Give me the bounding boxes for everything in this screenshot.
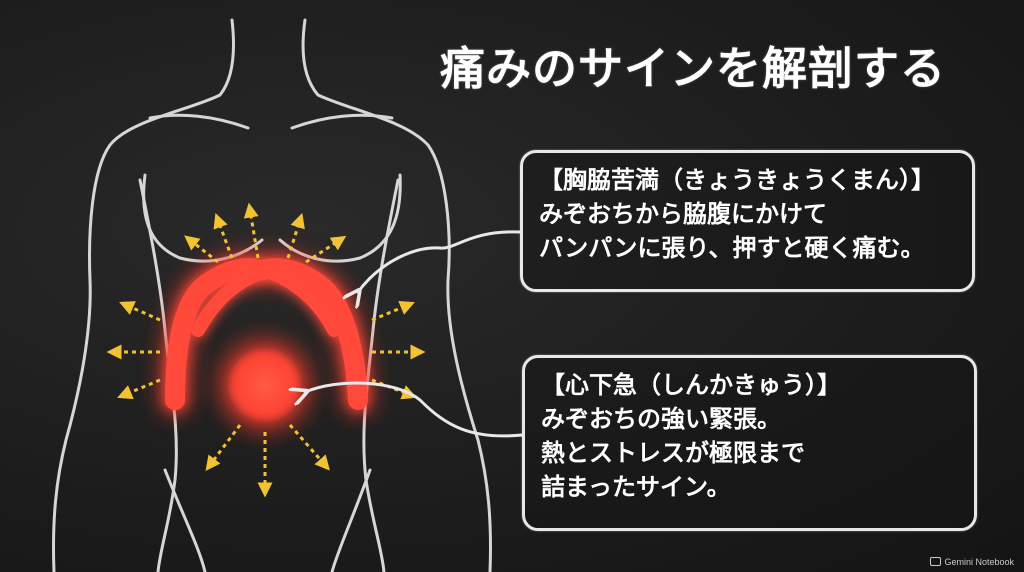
left-neck-line (52, 18, 235, 572)
callout-1-line-1: 【胸脇苦満（きょうきょうくまん）】 (539, 166, 935, 194)
right-hip (330, 468, 372, 572)
slide-title: 痛みのサインを解剖する (440, 42, 947, 95)
arrow-right-1 (371, 300, 415, 322)
callout-2-line-1: 【心下急（しんかきゅう）】 (541, 371, 841, 399)
leader-arrow-1 (358, 230, 522, 292)
right-neck-line (301, 18, 492, 572)
callout-kyokyokuman: 【胸脇苦満（きょうきょうくまん）】 みぞおちから脇腹にかけて パンパンに張り、押… (520, 150, 975, 292)
callout-2-line-3: 熱とストレスが極限まで (541, 439, 805, 467)
watermark-text: Gemini Notebook (944, 557, 1014, 567)
pain-epigastric (227, 347, 303, 423)
arrow-up-2 (213, 212, 234, 259)
arrow-right-3 (371, 378, 417, 400)
arrow-up-5 (305, 235, 347, 264)
leader-arrows (305, 230, 524, 438)
right-breast (278, 173, 402, 263)
callout-1-line-2: みぞおちから脇腹にかけて (539, 200, 827, 228)
left-breast (142, 173, 264, 263)
arrow-up-3 (243, 202, 260, 259)
leader-arrow-2 (305, 381, 524, 438)
arrow-left-1 (119, 301, 161, 322)
pain-ribcage-inner-right (263, 265, 341, 337)
pain-ribcage-inner-left (191, 265, 269, 337)
radiating-arrows (106, 202, 426, 498)
callout-1-line-3: パンパンに張り、押すと硬く痛む。 (539, 234, 925, 262)
right-collarbone (290, 113, 394, 130)
arrow-left-3 (117, 378, 161, 400)
left-collarbone (148, 113, 250, 130)
arrow-down-1 (205, 424, 242, 471)
pain-regions (158, 251, 375, 433)
callout-shinkakyu: 【心下急（しんかきゅう）】 みぞおちの強い緊張。 熱とストレスが極限まで 詰まっ… (522, 355, 977, 531)
left-hip (163, 468, 207, 572)
watermark: Gemini Notebook (930, 557, 1014, 567)
callout-2-line-2: みぞおちの強い緊張。 (541, 405, 781, 433)
torso-outline (52, 18, 492, 572)
callout-2-line-4: 詰まったサイン。 (541, 473, 731, 501)
arrow-up-4 (286, 212, 305, 259)
arrow-up-1 (184, 235, 219, 264)
notebook-icon (930, 557, 942, 566)
arrow-down-3 (288, 424, 330, 471)
